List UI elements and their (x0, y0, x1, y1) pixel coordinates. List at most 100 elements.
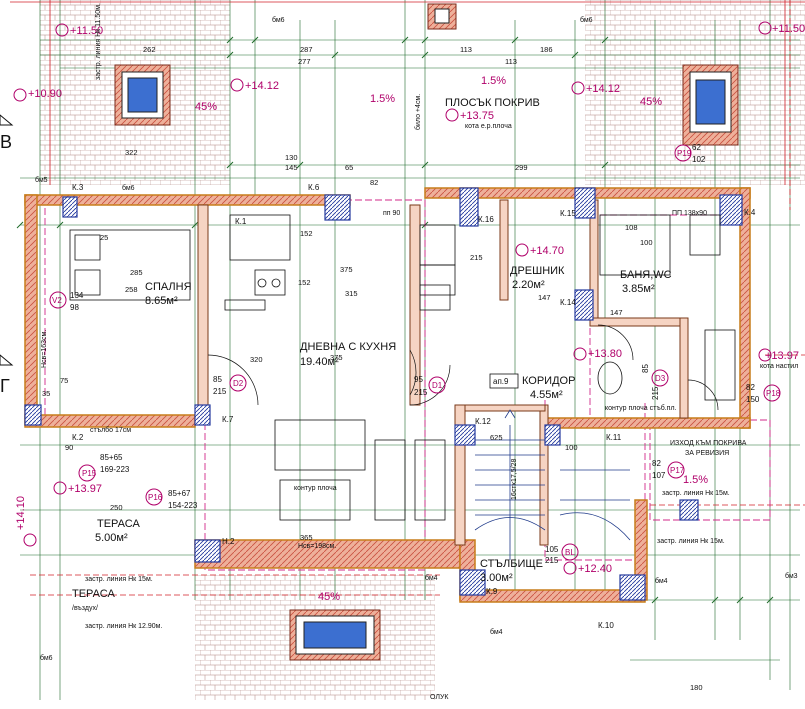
room-area: 4.55м² (530, 389, 563, 401)
section-marker-g: Г (0, 354, 14, 396)
room-name: ТЕРАСА (72, 588, 115, 600)
svg-text:+14.12: +14.12 (586, 83, 620, 95)
room-area: 8.65м² (145, 295, 178, 307)
svg-text:К.2: К.2 (72, 433, 84, 442)
door-tag-d3: D3 85 215 (641, 364, 669, 400)
svg-text:Н.2: Н.2 (222, 537, 235, 546)
svg-text:бм4: бм4 (655, 577, 668, 585)
svg-text:+11.50: +11.50 (772, 23, 805, 35)
svg-text:+13.80: +13.80 (588, 348, 622, 360)
roof-slope-left: 45% (195, 101, 217, 113)
svg-text:287: 287 (300, 45, 313, 54)
svg-text:застр. линия Нк 15м.: застр. линия Нк 15м. (85, 576, 153, 583)
svg-text:бм6: бм6 (40, 654, 53, 662)
apartment-label: ап.9 (493, 377, 509, 386)
svg-text:B: B (0, 132, 12, 152)
svg-text:65: 65 (345, 163, 353, 172)
svg-text:169-223: 169-223 (100, 465, 130, 474)
svg-text:100: 100 (640, 238, 653, 247)
room-name: СТЪЛБИЩЕ (480, 558, 543, 570)
svg-text:+13.75: +13.75 (460, 110, 494, 122)
svg-text:D3: D3 (655, 374, 666, 383)
svg-text:75: 75 (60, 376, 68, 385)
svg-text:контур плоча стъб.пл.: контур плоча стъб.пл. (605, 404, 677, 412)
ridge-note: било +4см. (414, 94, 422, 130)
svg-text:К.4: К.4 (744, 208, 756, 217)
svg-text:+12.40: +12.40 (578, 563, 612, 575)
column-labels: К.1 К.2 К.3 К.4 К.6 К.7 К.9 К.10 К.11 К.… (72, 183, 756, 630)
construction-lines (10, 0, 805, 596)
svg-text:К.6: К.6 (308, 183, 320, 192)
roof-slope-main: 1.5% (481, 75, 506, 87)
svg-text:215: 215 (213, 387, 227, 396)
svg-text:95: 95 (414, 375, 423, 384)
roof-slope-bottom: 45% (318, 591, 340, 603)
svg-text:16стх17,5/28: 16стх17,5/28 (511, 459, 518, 500)
svg-text:108: 108 (625, 223, 638, 232)
roof-exit-label: ИЗХОД КЪМ ПОКРИВА (670, 440, 747, 447)
svg-text:К.11: К.11 (606, 433, 622, 442)
svg-text:180: 180 (690, 683, 703, 692)
room-stairs: СТЪЛБИЩЕ 3.00м² (480, 558, 543, 584)
level-markers (13, 21, 772, 575)
svg-text:+10.90: +10.90 (28, 88, 62, 100)
svg-text:бм3: бм3 (785, 572, 798, 580)
svg-text:625: 625 (490, 433, 503, 442)
svg-text:бм6: бм6 (580, 16, 593, 24)
svg-text:130: 130 (285, 153, 298, 162)
room-name: СПАЛНЯ (145, 281, 192, 293)
svg-text:P17: P17 (670, 466, 685, 475)
section-marker-b: B (0, 114, 14, 152)
svg-text:+13.97: +13.97 (68, 483, 102, 495)
svg-text:К.15: К.15 (560, 209, 576, 218)
level-labels: +11.50 +10.90 +14.12 +13.75 +14.12 +11.5… (15, 23, 805, 575)
svg-text:BL: BL (565, 548, 575, 557)
svg-text:85+65: 85+65 (100, 453, 123, 462)
interior-walls (197, 199, 689, 546)
dimension-labels: 262 287 113 186 277 113 322 145 130 65 2… (42, 45, 703, 692)
svg-text:К.10: К.10 (598, 621, 614, 630)
svg-text:113: 113 (505, 57, 517, 66)
svg-text:К.12: К.12 (475, 417, 491, 426)
svg-text:пп 90: пп 90 (383, 210, 400, 217)
svg-text:107: 107 (652, 471, 666, 480)
skylight-right (682, 64, 739, 146)
roof-revision-label: ЗА РЕВИЗИЯ (685, 450, 729, 457)
svg-text:бм4: бм4 (490, 628, 503, 636)
svg-text:134: 134 (70, 291, 84, 300)
roof-slope-right: 45% (640, 96, 662, 108)
svg-text:315: 315 (345, 289, 358, 298)
svg-text:154-223: 154-223 (168, 501, 198, 510)
room-terrace-air: ТЕРАСА /въздух/ (72, 588, 115, 612)
svg-text:262: 262 (143, 45, 156, 54)
svg-text:322: 322 (125, 148, 138, 157)
door-tag-d1: D1 95 215 (414, 375, 446, 397)
svg-text:P15: P15 (82, 469, 97, 478)
window-tag-p15: P15 85+65 169-223 (78, 453, 130, 482)
svg-text:К.9: К.9 (486, 587, 498, 596)
svg-text:113: 113 (460, 45, 472, 54)
svg-text:+13.97: +13.97 (765, 350, 799, 362)
door-tag-d2: D2 85 215 (213, 374, 247, 396)
room-area: 2.20м² (512, 279, 545, 291)
skylight-bottom (289, 609, 381, 661)
svg-text:85+67: 85+67 (168, 489, 191, 498)
svg-text:Нсв=163см.: Нсв=163см. (41, 330, 48, 368)
svg-text:D2: D2 (233, 379, 244, 388)
svg-text:К.7: К.7 (222, 415, 234, 424)
room-name: ТЕРАСА (97, 518, 140, 530)
svg-text:+14.70: +14.70 (530, 245, 564, 257)
exterior-walls (24, 187, 751, 603)
svg-text:250: 250 (110, 503, 123, 512)
svg-text:145: 145 (285, 163, 298, 172)
svg-text:К.1: К.1 (235, 217, 247, 226)
svg-text:215: 215 (414, 388, 428, 397)
svg-text:186: 186 (540, 45, 553, 54)
svg-text:147: 147 (610, 308, 623, 317)
svg-text:кота настил: кота настил (760, 363, 798, 370)
roof-slope-mid: 1.5% (370, 93, 395, 105)
svg-text:P18: P18 (766, 389, 781, 398)
svg-text:35: 35 (42, 389, 50, 398)
svg-text:Нсв=198см.: Нсв=198см. (298, 543, 336, 550)
svg-text:контур плоча: контур плоча (294, 485, 337, 492)
